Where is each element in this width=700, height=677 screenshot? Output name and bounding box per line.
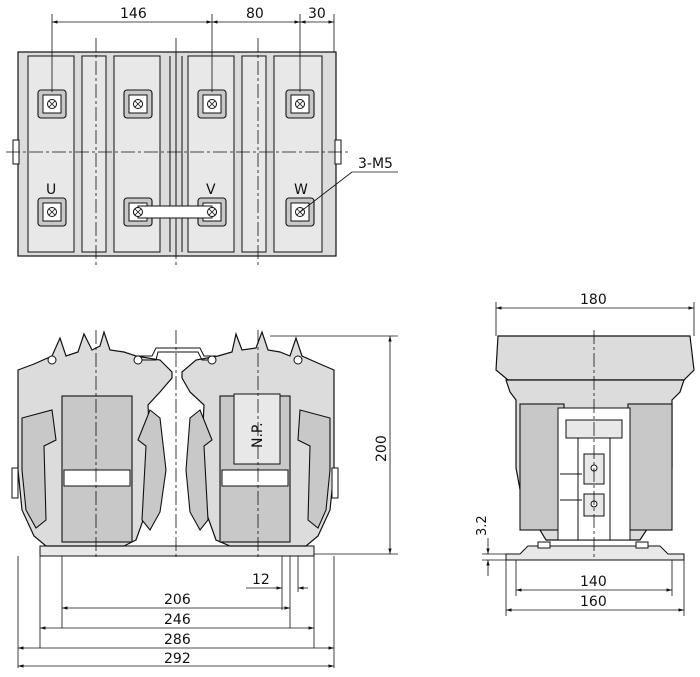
dim-292: 292 [164,651,191,667]
shape [185,409,213,531]
dim-12: 12 [252,572,270,588]
terminal-label-u: U [46,182,56,198]
dim-286: 286 [164,632,191,648]
shape [331,467,339,499]
callout-leader [299,171,353,213]
bus-bar [137,205,213,219]
dim-200: 200 [374,435,390,462]
dim-140: 140 [580,574,607,590]
shape [137,409,167,531]
callout-3-m5: 3-M5 [358,156,393,172]
terminal-label-w: W [294,182,308,198]
dim-160: 160 [580,594,607,610]
shape [297,409,331,529]
top-terminals [37,89,315,119]
shape [61,395,133,543]
nameplate [233,393,281,465]
front-terminal-studs [47,355,303,365]
dim-146: 146 [120,6,147,22]
dim-30: 30 [308,6,326,22]
terminal-label-v: V [206,182,216,198]
top-view: U V W 3-M5 146 80 30 [6,6,398,268]
shape [11,467,19,499]
dim-3-2: 3.2 [475,515,490,536]
shape [221,469,289,487]
shape [519,403,565,531]
side-top-cap [495,335,695,381]
dim-206: 206 [164,592,191,608]
shape [627,403,673,531]
shape [537,541,551,549]
side-view: 180 3.2 140 160 [475,292,695,616]
shape [63,469,131,487]
front-base-plate [39,545,315,557]
top-view-ribs [27,52,323,256]
shape [21,409,57,529]
shape [635,541,649,549]
dim-80: 80 [246,6,264,22]
front-view: N.P. 200 12 [11,329,398,668]
side-base [505,545,685,561]
dim-180: 180 [580,292,607,308]
front-bus-bar [138,347,216,357]
dim-246: 246 [164,612,191,628]
